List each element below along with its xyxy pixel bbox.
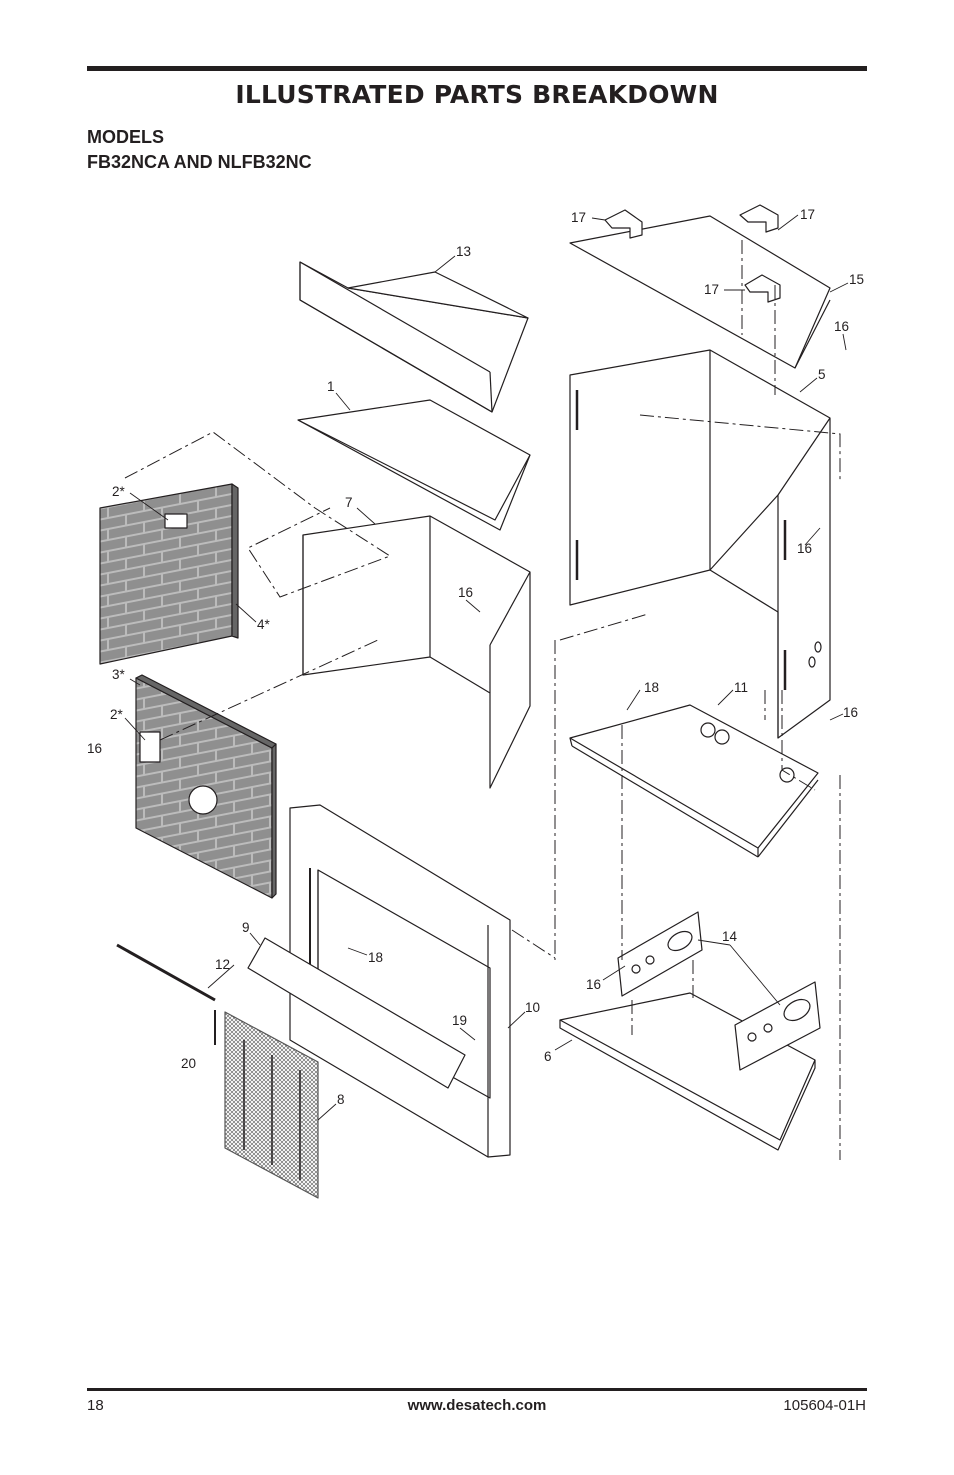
part-14-brackets — [617, 911, 821, 1071]
callout-9: 9 — [242, 920, 250, 935]
callout-19: 19 — [452, 1013, 467, 1028]
callout-8: 8 — [337, 1092, 345, 1107]
alignment-lines — [124, 240, 841, 1160]
models-label: MODELS — [87, 127, 165, 147]
callout-17c: 17 — [704, 282, 719, 297]
header-rule — [87, 66, 867, 71]
callout-16f: 16 — [586, 977, 601, 992]
callout-11: 11 — [734, 680, 748, 695]
callout-1: 1 — [327, 379, 335, 394]
callout-14: 14 — [722, 929, 738, 944]
page-number: 18 — [87, 1397, 104, 1414]
part-12-rod — [116, 943, 216, 1002]
callout-16d: 16 — [797, 541, 812, 556]
callout-12: 12 — [215, 957, 230, 972]
part-11-burner-base — [569, 704, 819, 858]
callout-20: 20 — [181, 1056, 196, 1071]
callout-3: 3* — [112, 667, 126, 682]
callout-16b: 16 — [458, 585, 473, 600]
callout-labels: 13 1 7 2* 4* 3* 2* 16 16 17 17 17 15 16 … — [87, 207, 864, 1107]
part-15-top-cover — [569, 215, 831, 369]
callout-16c: 16 — [834, 319, 849, 334]
callout-16a: 16 — [87, 741, 102, 756]
part-7-inner-liner — [302, 515, 531, 789]
part-8-screen — [224, 1011, 319, 1199]
part-13-top-baffle — [299, 261, 529, 413]
callout-6: 6 — [544, 1049, 552, 1064]
callout-10: 10 — [525, 1000, 540, 1015]
callout-5: 5 — [818, 367, 826, 382]
part-4-brick-panel — [99, 483, 239, 665]
website-link[interactable]: www.desatech.com — [407, 1397, 547, 1414]
page-title: ILLUSTRATED PARTS BREAKDOWN — [235, 80, 719, 109]
callout-2a: 2* — [112, 484, 126, 499]
callout-18a: 18 — [644, 680, 659, 695]
part-9-top-rail — [247, 937, 466, 1089]
callout-17a: 17 — [571, 210, 586, 225]
leader-lines — [124, 214, 849, 1121]
callout-4: 4* — [257, 617, 271, 632]
callout-2b: 2* — [110, 707, 124, 722]
callout-7: 7 — [345, 495, 353, 510]
models-heading: MODELS FB32NCA AND NLFB32NC — [87, 125, 312, 175]
part-5-outer-casing — [569, 349, 831, 739]
part-17-brackets — [604, 204, 781, 303]
callout-18b: 18 — [368, 950, 383, 965]
models-list: FB32NCA AND NLFB32NC — [87, 152, 312, 172]
callout-17b: 17 — [800, 207, 815, 222]
part-3-brick-panel — [135, 674, 277, 899]
callout-15: 15 — [849, 272, 864, 287]
document-number: 105604-01H — [783, 1397, 866, 1414]
part-1-top-panel — [297, 399, 531, 531]
callout-13: 13 — [456, 244, 471, 259]
callout-16e: 16 — [843, 705, 858, 720]
footer-rule — [87, 1388, 867, 1391]
